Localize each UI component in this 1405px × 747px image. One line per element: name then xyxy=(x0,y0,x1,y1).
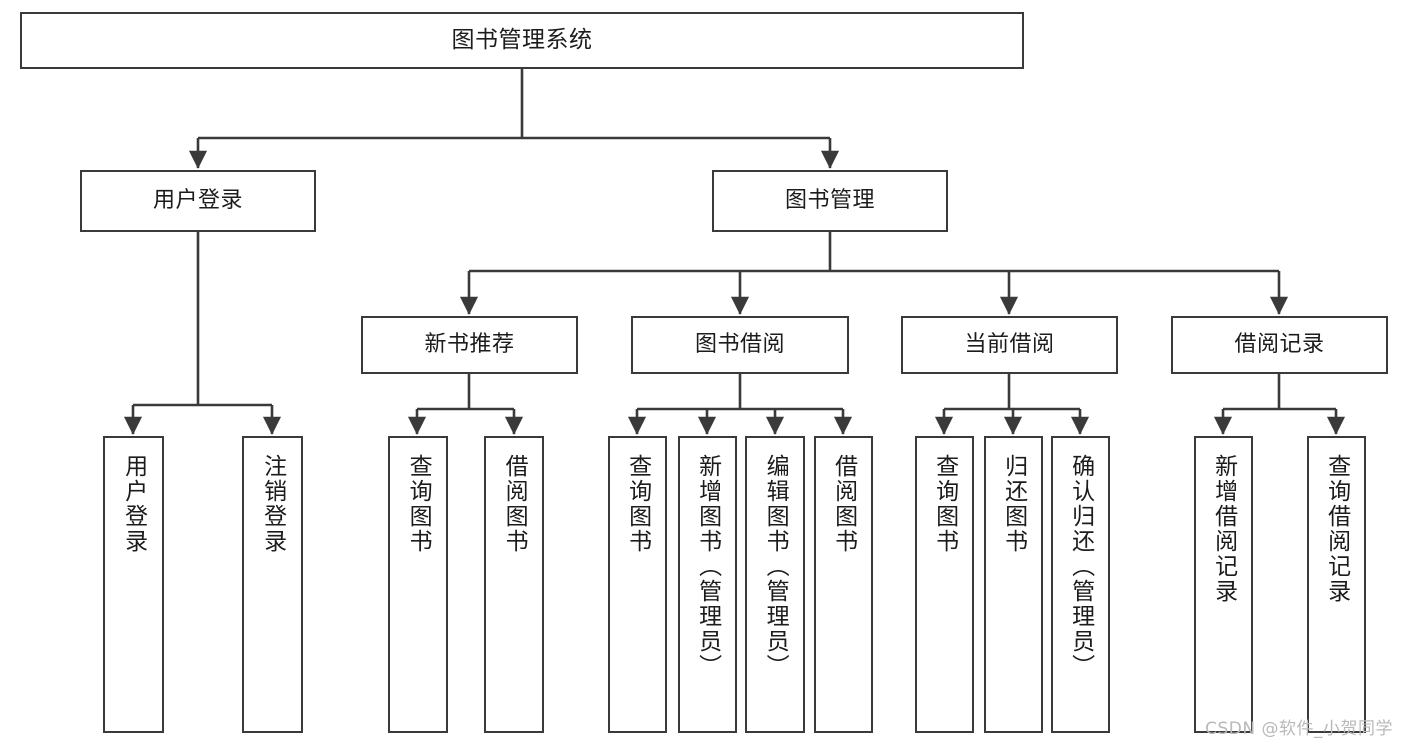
node-label: 借阅图书 xyxy=(501,454,528,554)
node-label: 注销登录 xyxy=(259,454,286,554)
node-label: 图书借阅 xyxy=(694,332,785,358)
node-user-login[interactable]: 用户登录 xyxy=(80,170,316,232)
node-leaf-current-borrow-return[interactable]: 归还图书 xyxy=(984,436,1043,733)
node-label: 编辑图书（管理员） xyxy=(762,454,789,679)
node-label: 新增借阅记录 xyxy=(1210,454,1237,604)
node-new-book-recommend[interactable]: 新书推荐 xyxy=(361,316,578,374)
node-book-borrow[interactable]: 图书借阅 xyxy=(631,316,849,374)
node-label: 借阅记录 xyxy=(1234,332,1325,358)
node-root-system[interactable]: 图书管理系统 xyxy=(20,12,1024,69)
node-book-management[interactable]: 图书管理 xyxy=(712,170,948,232)
node-label: 当前借阅 xyxy=(964,332,1055,358)
node-leaf-new-book-query[interactable]: 查询图书 xyxy=(388,436,448,733)
node-label: 用户登录 xyxy=(152,188,243,214)
node-leaf-user-login-login[interactable]: 用户登录 xyxy=(103,436,164,733)
node-borrow-record[interactable]: 借阅记录 xyxy=(1171,316,1388,374)
node-label: 查询图书 xyxy=(624,454,651,554)
csdn-watermark: CSDN @软件_小贺同学 xyxy=(1205,719,1393,739)
node-leaf-borrow-record-query[interactable]: 查询借阅记录 xyxy=(1307,436,1366,733)
node-label: 归还图书 xyxy=(1000,454,1027,554)
node-label: 新增图书（管理员） xyxy=(694,454,721,679)
node-label: 借阅图书 xyxy=(830,454,857,554)
node-leaf-new-book-borrow[interactable]: 借阅图书 xyxy=(484,436,544,733)
node-leaf-current-borrow-query[interactable]: 查询图书 xyxy=(915,436,974,733)
node-label: 新书推荐 xyxy=(424,332,515,358)
node-label: 确认归还（管理员） xyxy=(1067,454,1094,679)
node-current-borrow[interactable]: 当前借阅 xyxy=(901,316,1118,374)
node-label: 用户登录 xyxy=(120,454,147,554)
node-label: 查询借阅记录 xyxy=(1323,454,1350,604)
node-leaf-book-borrow-query[interactable]: 查询图书 xyxy=(608,436,667,733)
node-label: 图书管理系统 xyxy=(451,26,593,53)
node-label: 查询图书 xyxy=(405,454,432,554)
node-label: 查询图书 xyxy=(931,454,958,554)
node-leaf-book-borrow-add[interactable]: 新增图书（管理员） xyxy=(678,436,737,733)
node-leaf-user-login-logout[interactable]: 注销登录 xyxy=(242,436,303,733)
node-leaf-book-borrow-borrow[interactable]: 借阅图书 xyxy=(814,436,873,733)
node-leaf-book-borrow-edit[interactable]: 编辑图书（管理员） xyxy=(745,436,805,733)
node-leaf-borrow-record-add[interactable]: 新增借阅记录 xyxy=(1194,436,1253,733)
node-label: 图书管理 xyxy=(784,188,875,214)
node-leaf-current-borrow-confirm[interactable]: 确认归还（管理员） xyxy=(1051,436,1110,733)
